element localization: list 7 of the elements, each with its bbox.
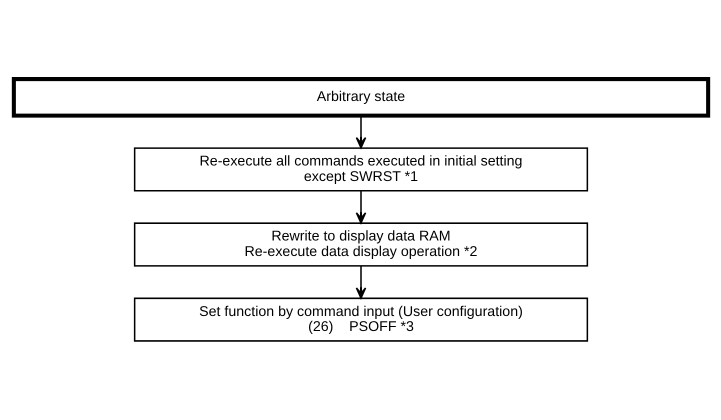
node-box: Set function by command input (User configuration) (26) PSOFF *3 xyxy=(133,298,588,342)
node-box: Rewrite to display data RAM Re-execute data display operation *2 xyxy=(133,222,588,267)
node-box: Re-execute all commands executed in initial setting except SWRST *1 xyxy=(133,147,588,192)
arrow xyxy=(355,190,366,224)
node-box: Arbitrary state xyxy=(11,77,710,118)
arrow xyxy=(355,116,366,149)
arrow xyxy=(355,266,366,299)
